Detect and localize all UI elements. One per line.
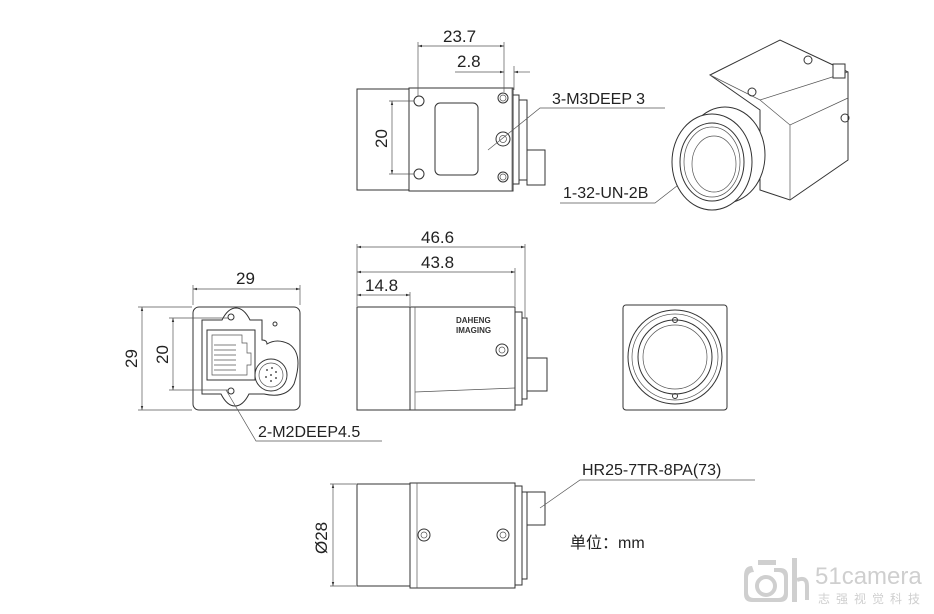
watermark-logo: 51camera 志强视觉科技 — [744, 558, 926, 606]
callout-c-mount: 1-32-UN-2B — [563, 185, 648, 202]
dim-body-length: 43.8 — [421, 253, 454, 272]
side-view: DAHENG IMAGING 46.6 43.8 14.8 — [356, 228, 548, 411]
callout-m3-holes: 3-M3DEEP 3 — [552, 91, 645, 108]
dim-total-length: 46.6 — [421, 228, 454, 247]
dim-back-width: 29 — [236, 269, 255, 288]
dim-back-height: 29 — [122, 349, 141, 368]
logo-daheng: DAHENG — [456, 316, 491, 325]
top-view: 23.7 2.8 20 3-M3DEEP 3 1-32-UN-2B — [356, 27, 701, 204]
bottom-view: Ø28 HR25-7TR-8PA(73) 单位：mm — [312, 462, 755, 589]
dim-diameter: Ø28 — [312, 522, 331, 554]
dim-top-offset: 2.8 — [457, 52, 481, 71]
dim-top-hole-spacing: 20 — [372, 129, 391, 148]
dim-lens-length: 14.8 — [365, 276, 398, 295]
front-view — [622, 304, 728, 411]
callout-m2-holes: 2-M2DEEP4.5 — [258, 424, 360, 441]
watermark-brand: 51camera — [815, 563, 922, 590]
watermark-subtitle: 志强视觉科技 — [818, 591, 926, 606]
dim-back-hole-spacing: 20 — [153, 345, 172, 364]
units-label: 单位：mm — [570, 534, 645, 552]
isometric-view — [671, 39, 850, 211]
callout-connector: HR25-7TR-8PA(73) — [582, 462, 721, 479]
back-view: 29 29 20 2-M2DEEP4.5 — [122, 269, 382, 442]
logo-imaging: IMAGING — [456, 326, 491, 335]
dim-top-width: 23.7 — [443, 27, 476, 46]
